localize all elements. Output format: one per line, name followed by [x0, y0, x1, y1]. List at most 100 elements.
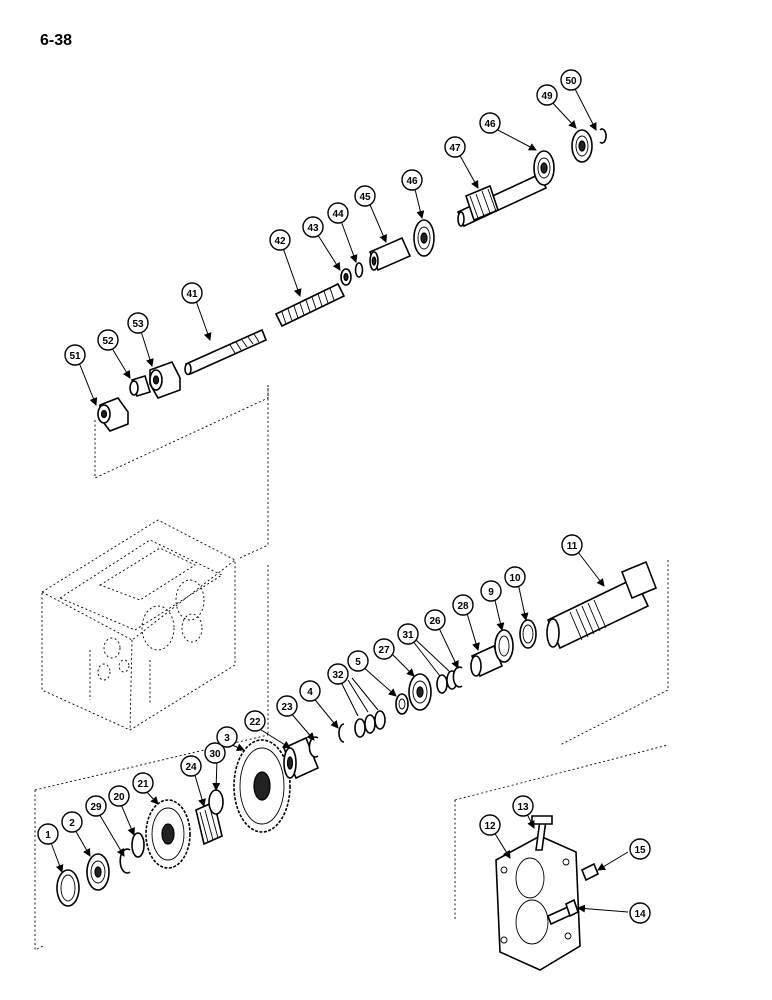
callout-9: 9: [480, 580, 502, 602]
svg-text:11: 11: [567, 541, 578, 552]
callout-4: 4: [299, 680, 321, 702]
part-5-washer: [395, 693, 409, 715]
part-52-bushing: [129, 375, 152, 397]
callout-26: 26: [424, 609, 446, 631]
svg-text:9: 9: [488, 587, 494, 598]
svg-text:50: 50: [565, 76, 577, 87]
leader-lines: [49, 84, 629, 913]
callout-53: 53: [127, 312, 149, 334]
callout-20: 20: [108, 785, 130, 807]
part-9-bearing: [494, 629, 514, 663]
callout-1: 1: [37, 823, 59, 845]
part-23-snap-ring: [308, 736, 319, 758]
part-4-ring: [338, 723, 345, 743]
callout-29: 29: [85, 795, 107, 817]
svg-text:20: 20: [113, 792, 125, 803]
svg-text:41: 41: [186, 289, 198, 300]
upper-bracket: [94, 385, 269, 735]
svg-text:23: 23: [281, 702, 293, 713]
svg-text:12: 12: [484, 821, 496, 832]
svg-text:30: 30: [209, 749, 221, 760]
part-13-bolt: [531, 815, 553, 851]
callout-11: 11: [561, 534, 583, 556]
part-27-bearing: [408, 673, 432, 711]
svg-text:29: 29: [90, 802, 102, 813]
part-51-coupler: [97, 397, 129, 432]
callout-47: 47: [444, 136, 466, 158]
part-42-spring: [274, 282, 346, 328]
callout-45: 45: [354, 185, 376, 207]
svg-text:42: 42: [274, 236, 286, 247]
callout-2: 2: [61, 811, 83, 833]
svg-text:26: 26: [429, 616, 441, 627]
svg-text:24: 24: [185, 762, 197, 773]
svg-text:49: 49: [541, 91, 553, 102]
part-20-ring: [131, 832, 145, 858]
callout-28: 28: [452, 594, 474, 616]
callout-44: 44: [327, 202, 349, 224]
callout-22: 22: [244, 710, 266, 732]
callout-46-b: 46: [479, 112, 501, 134]
part-49-bearing: [571, 129, 593, 163]
callout-12: 12: [479, 814, 501, 836]
svg-text:1: 1: [45, 830, 51, 841]
svg-text:2: 2: [69, 818, 75, 829]
svg-text:22: 22: [249, 717, 261, 728]
callout-24: 24: [180, 755, 202, 777]
part-21-gear: [145, 799, 191, 869]
svg-text:3: 3: [224, 733, 230, 744]
part-50-snap-ring: [599, 128, 607, 144]
callout-3: 3: [216, 726, 238, 748]
callout-5: 5: [347, 650, 369, 672]
part-2-bearing: [86, 853, 110, 891]
part-12-cover-plate: [495, 835, 581, 971]
part-15-plug: [580, 862, 600, 882]
callout-21: 21: [132, 772, 154, 794]
part-46-bearing-b: [533, 150, 555, 186]
callouts: 51 52 53 41 42 43 44 45 46 47 46 49 50 1…: [37, 69, 651, 924]
part-11-output-shaft: [546, 560, 658, 650]
callout-13: 13: [512, 795, 534, 817]
svg-text:43: 43: [307, 223, 319, 234]
callout-15: 15: [629, 838, 651, 860]
part-47-pinion-shaft: [456, 172, 548, 228]
part-44-snap-ring: [354, 262, 364, 278]
svg-text:31: 31: [402, 630, 414, 641]
callout-46-a: 46: [401, 169, 423, 191]
svg-text:51: 51: [69, 351, 81, 362]
part-45-sleeve: [368, 236, 412, 272]
callout-27: 27: [373, 638, 395, 660]
callout-14: 14: [629, 902, 651, 924]
callout-31: 31: [397, 623, 419, 645]
svg-text:52: 52: [102, 336, 114, 347]
svg-text:53: 53: [132, 319, 144, 330]
part-46-bearing-a: [413, 219, 435, 257]
part-43-washer: [340, 268, 352, 286]
callout-23: 23: [276, 695, 298, 717]
svg-text:46: 46: [484, 119, 496, 130]
part-41-shaft: [184, 328, 268, 376]
svg-text:47: 47: [449, 143, 461, 154]
callout-43: 43: [302, 216, 324, 238]
callout-49: 49: [536, 84, 558, 106]
part-10-race: [519, 619, 537, 649]
transmission-housing: [41, 519, 236, 731]
page-number: 6-38: [40, 32, 73, 49]
part-30-washer: [208, 789, 224, 815]
svg-text:13: 13: [517, 802, 529, 813]
svg-text:27: 27: [378, 645, 390, 656]
svg-text:21: 21: [137, 779, 149, 790]
callout-42: 42: [269, 229, 291, 251]
svg-text:32: 32: [332, 670, 344, 681]
svg-text:10: 10: [509, 573, 521, 584]
callout-10: 10: [504, 566, 526, 588]
svg-text:45: 45: [359, 192, 371, 203]
svg-text:5: 5: [355, 657, 361, 668]
svg-text:4: 4: [307, 687, 313, 698]
svg-text:15: 15: [634, 845, 646, 856]
callout-52: 52: [97, 329, 119, 351]
part-28-sleeve: [470, 644, 504, 678]
callout-50: 50: [560, 69, 582, 91]
part-3-gear: [233, 739, 291, 833]
